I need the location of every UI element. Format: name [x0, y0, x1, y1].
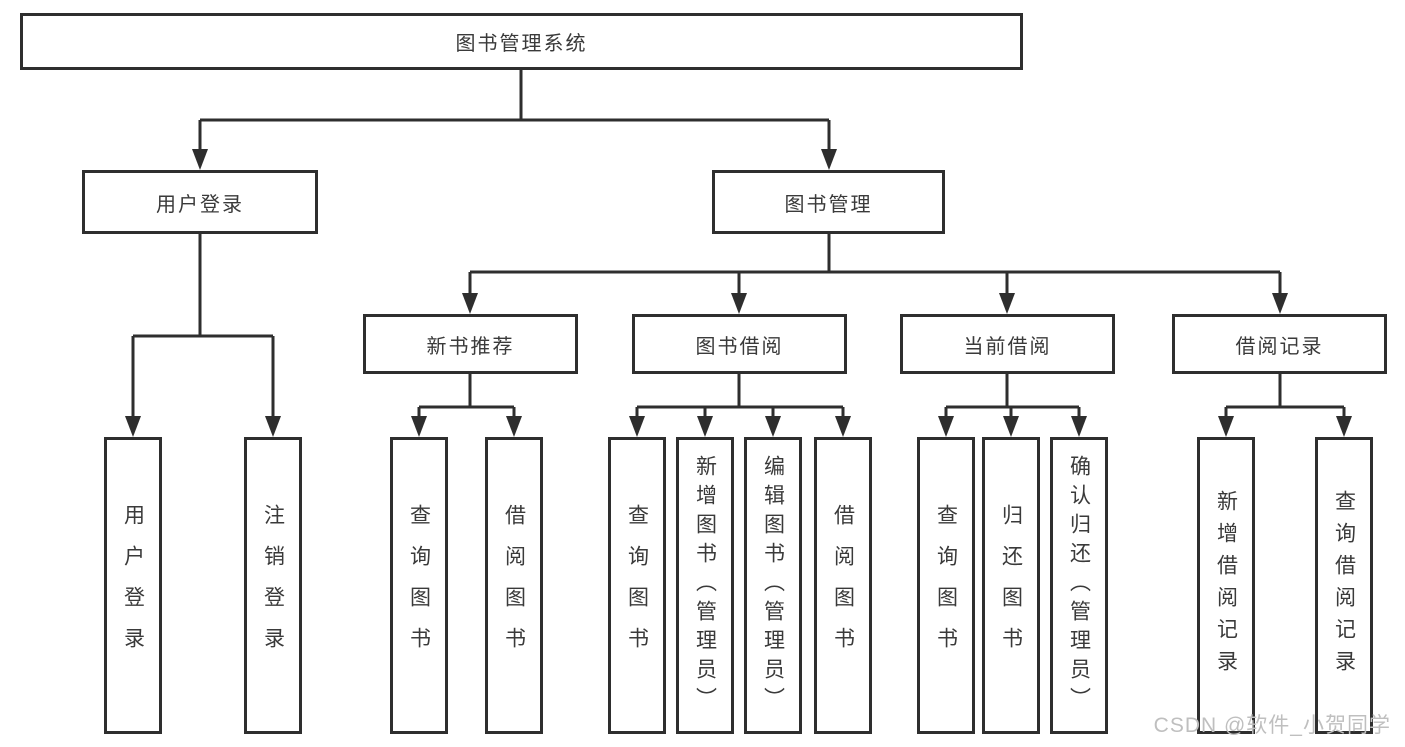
leaf-query-books-2: 查询图书 — [608, 437, 666, 734]
leaf-return-books: 归还图书 — [982, 437, 1040, 734]
leaf-query-books-3: 查询图书 — [917, 437, 975, 734]
node-user-login: 用户登录 — [82, 170, 318, 234]
csdn-watermark: CSDN @软件_小贺同学 — [1153, 714, 1391, 737]
leaf-label: 借阅图书 — [502, 503, 526, 668]
leaf-label: 查询图书 — [934, 503, 958, 668]
leaf-logout: 注销登录 — [244, 437, 302, 734]
leaf-label: 确认归还（管理员） — [1067, 455, 1091, 716]
leaf-query-borrow-record: 查询借阅记录 — [1315, 437, 1373, 734]
leaf-label: 查询图书 — [625, 503, 649, 668]
leaf-label: 查询图书 — [407, 503, 431, 668]
leaf-label: 借阅图书 — [831, 503, 855, 668]
leaf-confirm-return-admin: 确认归还（管理员） — [1050, 437, 1108, 734]
leaf-user-login: 用户登录 — [104, 437, 162, 734]
leaf-label: 编辑图书（管理员） — [761, 455, 785, 716]
node-label: 新书推荐 — [426, 335, 515, 358]
leaf-label: 注销登录 — [261, 503, 285, 668]
node-new-book-recommend: 新书推荐 — [363, 314, 578, 374]
node-book-management: 图书管理 — [712, 170, 945, 234]
leaf-label: 用户登录 — [121, 503, 145, 668]
leaf-label: 新增图书（管理员） — [693, 455, 717, 716]
node-label: 图书管理系统 — [455, 33, 588, 55]
leaf-query-books-1: 查询图书 — [390, 437, 448, 734]
leaf-borrow-books-1: 借阅图书 — [485, 437, 543, 734]
node-label: 用户登录 — [156, 193, 244, 216]
leaf-label: 归还图书 — [999, 503, 1023, 668]
node-current-borrowing: 当前借阅 — [900, 314, 1115, 374]
arrowheads — [125, 149, 1352, 437]
leaf-edit-books-admin: 编辑图书（管理员） — [744, 437, 802, 734]
node-label: 当前借阅 — [963, 335, 1052, 358]
node-label: 图书管理 — [784, 193, 873, 216]
leaf-borrow-books-2: 借阅图书 — [814, 437, 872, 734]
leaf-add-borrow-record: 新增借阅记录 — [1197, 437, 1255, 734]
leaf-label: 查询借阅记录 — [1332, 489, 1356, 682]
node-label: 图书借阅 — [695, 335, 784, 358]
node-label: 借阅记录 — [1235, 335, 1324, 358]
leaf-add-books-admin: 新增图书（管理员） — [676, 437, 734, 734]
leaf-label: 新增借阅记录 — [1214, 489, 1238, 682]
node-library-management-system: 图书管理系统 — [20, 13, 1023, 70]
node-borrowing-records: 借阅记录 — [1172, 314, 1387, 374]
node-book-borrowing: 图书借阅 — [632, 314, 847, 374]
